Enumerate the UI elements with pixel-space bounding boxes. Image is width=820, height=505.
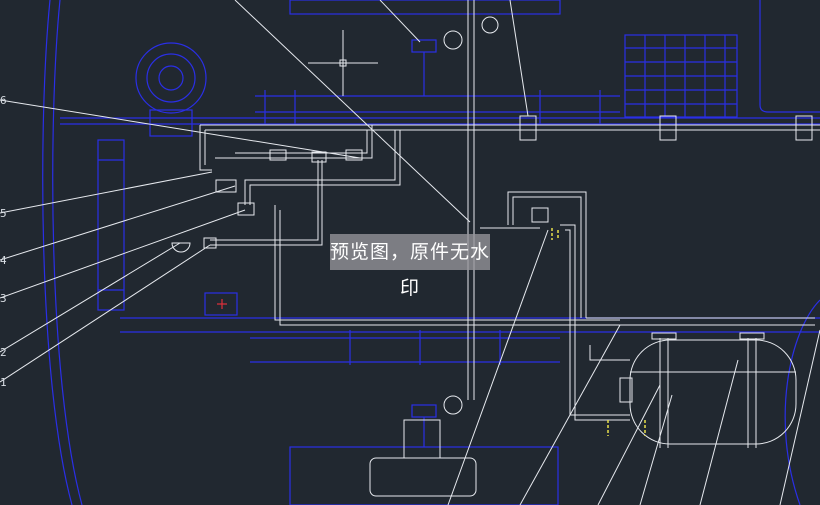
preview-watermark: 预览图，原件无水印 <box>330 234 490 299</box>
leader-line-6 <box>0 99 361 159</box>
air-tank <box>629 339 797 445</box>
wheel-hub <box>135 42 207 114</box>
red-marker <box>217 299 227 309</box>
leader-line-3 <box>0 209 246 299</box>
left-body-arc <box>42 0 73 505</box>
leader-line-5 <box>0 171 213 214</box>
left-body-arc-inner <box>52 0 83 505</box>
brake-chamber-top <box>443 30 463 50</box>
leader-line-2 <box>0 242 181 353</box>
leader-line-4 <box>0 185 236 261</box>
top-frame <box>289 0 561 15</box>
leader-label-2: 2 <box>0 346 7 359</box>
leader-label-1: 1 <box>0 376 7 389</box>
brake-chamber-bottom <box>443 395 463 415</box>
drain-cup <box>519 115 537 141</box>
lower-housing <box>369 457 477 497</box>
yellow-markers <box>551 228 646 436</box>
leader-label-3: 3 <box>0 292 7 305</box>
leader-label-5: 5 <box>0 207 7 220</box>
leader-label-4: 4 <box>0 254 7 267</box>
leader-label-6: 6 <box>0 94 7 107</box>
leader-line-1 <box>0 244 211 383</box>
